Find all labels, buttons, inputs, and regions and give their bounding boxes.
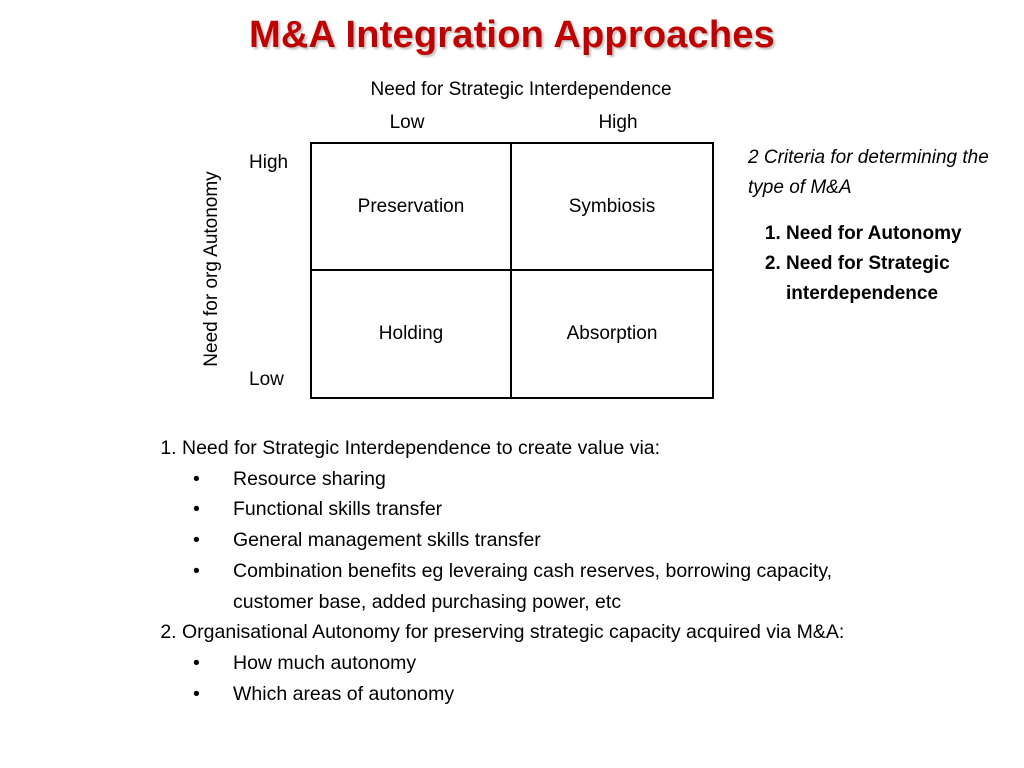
- details-item: Need for Strategic Interdependence to cr…: [182, 433, 900, 617]
- matrix-cell-label: Absorption: [566, 322, 658, 344]
- matrix-cell-label: Symbiosis: [568, 196, 656, 217]
- details-subitem: • How much autonomy: [193, 648, 900, 679]
- bullet-icon: •: [193, 559, 200, 582]
- matrix-cell-absorption: Absorption: [512, 271, 712, 398]
- details-item-text: Need for Strategic Interdependence to cr…: [182, 437, 661, 459]
- matrix-cell-label: Holding: [378, 322, 444, 344]
- x-axis-high-label: High: [598, 112, 638, 133]
- details-subitem-text: General management skills transfer: [233, 529, 541, 552]
- details-subitem-text: Which areas of autonomy: [233, 682, 455, 705]
- y-axis-title: Need for org Autonomy: [201, 171, 222, 367]
- details-item-text: Organisational Autonomy for preserving s…: [182, 621, 845, 644]
- bullet-icon: •: [193, 529, 200, 552]
- criteria-intro: 2 Criteria for determining the type of M…: [748, 147, 989, 198]
- details-numbered-list: Need for Strategic Interdependence to cr…: [140, 433, 900, 709]
- details-sublist: • Resource sharing • Functional skills tra…: [182, 464, 900, 618]
- matrix-cell-preservation: Preservation: [312, 144, 512, 271]
- details-sublist: • How much autonomy • Which areas of auton…: [182, 648, 900, 709]
- criteria-item: Need for Autonomy: [786, 219, 1018, 249]
- x-axis-low-label: Low: [389, 112, 425, 133]
- bullet-icon: •: [193, 467, 200, 490]
- details-item: Organisational Autonomy for preserving s…: [182, 617, 900, 709]
- details-subitem: • Functional skills transfer: [193, 494, 900, 525]
- criteria-list: Need for Autonomy Need for Strategic int…: [748, 219, 1018, 309]
- details-list: Need for Strategic Interdependence to cr…: [140, 433, 900, 709]
- matrix-cell-symbiosis: Symbiosis: [512, 144, 712, 271]
- details-subitem: • General management skills transfer: [193, 525, 900, 556]
- bullet-icon: •: [193, 651, 200, 674]
- criteria-box: 2 Criteria for determining the type of M…: [748, 143, 1018, 309]
- details-subitem-text: How much autonomy: [233, 651, 417, 674]
- integration-matrix: Preservation Symbiosis Holding Absorptio…: [310, 142, 714, 399]
- details-subitem: • Combination benefits eg leveraing cash …: [193, 556, 900, 617]
- details-subitem-text: Resource sharing: [233, 467, 386, 490]
- details-subitem: • Resource sharing: [193, 464, 900, 495]
- y-axis-high-label: High: [249, 152, 289, 173]
- details-subitem-text: Functional skills transfer: [233, 498, 443, 521]
- x-axis-title: Need for Strategic Interdependence: [370, 79, 672, 100]
- matrix-cell-label: Preservation: [357, 196, 465, 217]
- y-axis-low-label: Low: [249, 369, 284, 390]
- matrix-cell-holding: Holding: [312, 270, 512, 397]
- details-subitem: • Which areas of autonomy: [193, 679, 900, 710]
- criteria-item: Need for Strategic interdependence: [786, 249, 1018, 309]
- details-subitem-text: Combination benefits eg leveraing cash r…: [233, 559, 833, 613]
- bullet-icon: •: [193, 682, 200, 705]
- slide-title: M&A Integration Approaches: [249, 14, 775, 56]
- bullet-icon: •: [193, 498, 200, 521]
